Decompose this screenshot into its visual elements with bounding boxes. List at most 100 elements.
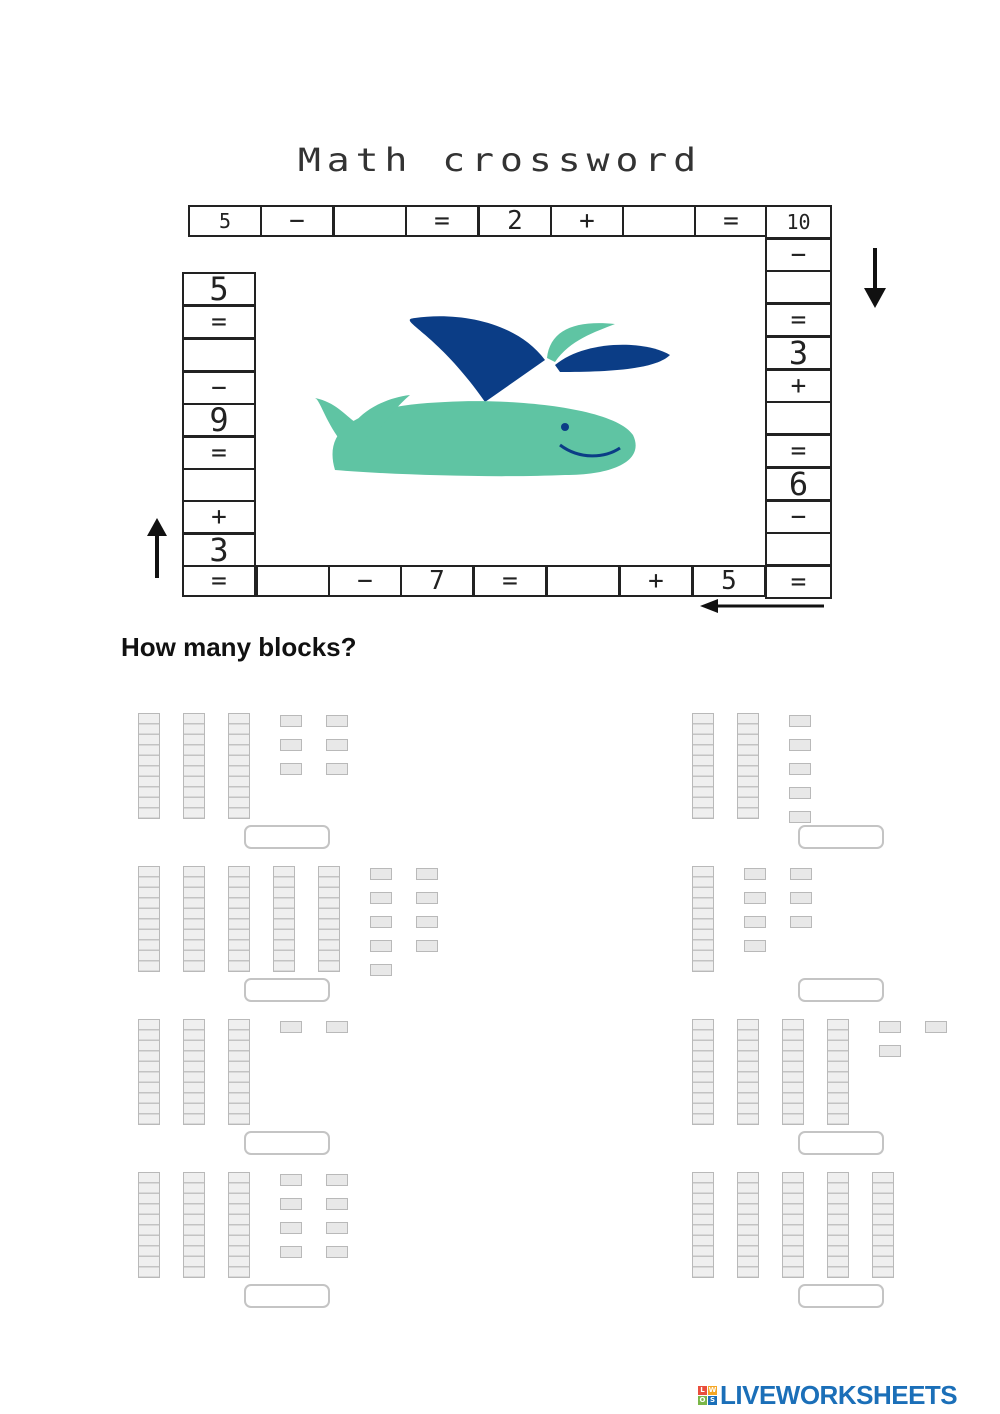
unit-cube: [789, 715, 811, 727]
crossword-cell: −: [328, 565, 402, 597]
crossword-cell: =: [765, 434, 832, 468]
tens-rod: [318, 866, 340, 972]
crossword-blank-cell[interactable]: [765, 270, 832, 304]
tens-rod: [692, 866, 714, 972]
crossword-blank-cell[interactable]: [333, 205, 407, 237]
unit-cube: [416, 940, 438, 952]
unit-cube: [326, 1174, 348, 1186]
answer-input[interactable]: [244, 825, 330, 849]
answer-input[interactable]: [798, 1131, 884, 1155]
tens-rod: [138, 713, 160, 819]
unit-cube: [744, 916, 766, 928]
unit-cube: [280, 1198, 302, 1210]
tens-rod: [183, 713, 205, 819]
crossword-blank-cell[interactable]: [765, 532, 832, 566]
tens-rod: [782, 1019, 804, 1125]
unit-cube: [416, 916, 438, 928]
answer-input[interactable]: [244, 1284, 330, 1308]
unit-cube: [416, 868, 438, 880]
tens-rod: [138, 866, 160, 972]
crossword-blank-cell[interactable]: [622, 205, 696, 237]
crossword-blank-cell[interactable]: [546, 565, 620, 597]
block-group: [138, 1019, 438, 1159]
block-group: [138, 1172, 438, 1312]
tens-rod: [183, 866, 205, 972]
tens-rod: [737, 1019, 759, 1125]
crossword-cell: 10: [765, 205, 832, 239]
unit-cube: [280, 715, 302, 727]
crossword-cell: =: [405, 205, 479, 237]
unit-cube: [326, 715, 348, 727]
answer-input[interactable]: [798, 978, 884, 1002]
crossword-cell: 3: [182, 533, 256, 567]
tens-rod: [872, 1172, 894, 1278]
unit-cube: [326, 763, 348, 775]
tens-rod: [183, 1019, 205, 1125]
answer-input[interactable]: [244, 978, 330, 1002]
crossword-blank-cell[interactable]: [256, 565, 330, 597]
crossword-blank-cell[interactable]: [182, 338, 256, 372]
logo-text: LIVEWORKSHEETS: [720, 1380, 958, 1410]
crossword-blank-cell[interactable]: [182, 468, 256, 502]
tens-rod: [782, 1172, 804, 1278]
crossword-cell: +: [550, 205, 624, 237]
unit-cube: [280, 1021, 302, 1033]
crossword-blank-cell[interactable]: [765, 401, 832, 435]
crossword-cell: 3: [765, 336, 832, 370]
worksheet-title: Math crossword: [297, 141, 703, 179]
tens-rod: [737, 1172, 759, 1278]
unit-cube: [744, 892, 766, 904]
unit-cube: [744, 868, 766, 880]
crossword-cell: +: [182, 500, 256, 534]
block-group: [692, 1019, 992, 1159]
tens-rod: [692, 713, 714, 819]
unit-cube: [280, 1174, 302, 1186]
block-group: [692, 713, 992, 853]
unit-cube: [326, 1021, 348, 1033]
tens-rod: [827, 1019, 849, 1125]
unit-cube: [925, 1021, 947, 1033]
unit-cube: [370, 940, 392, 952]
answer-input[interactable]: [244, 1131, 330, 1155]
unit-cube: [280, 739, 302, 751]
crossword-cell: 9: [182, 403, 256, 437]
unit-cube: [789, 811, 811, 823]
tens-rod: [228, 713, 250, 819]
crossword-cell: =: [694, 205, 768, 237]
answer-input[interactable]: [798, 825, 884, 849]
crossword-cell: =: [765, 565, 832, 599]
down-arrow-icon: [864, 248, 886, 308]
tens-rod: [228, 866, 250, 972]
unit-cube: [790, 916, 812, 928]
crossword-cell: 5: [182, 272, 256, 306]
unit-cube: [280, 1222, 302, 1234]
crossword-cell: =: [182, 565, 256, 597]
unit-cube: [280, 763, 302, 775]
tens-rod: [138, 1172, 160, 1278]
crossword-cell: 6: [765, 467, 832, 501]
unit-cube: [789, 739, 811, 751]
unit-cube: [326, 739, 348, 751]
crossword-cell: =: [765, 303, 832, 337]
left-arrow-icon: [700, 599, 824, 613]
tens-rod: [183, 1172, 205, 1278]
unit-cube: [790, 892, 812, 904]
crossword-cell: =: [473, 565, 547, 597]
crossword-cell: +: [765, 369, 832, 403]
tens-rod: [737, 713, 759, 819]
crossword-cell: =: [182, 436, 256, 470]
answer-input[interactable]: [798, 1284, 884, 1308]
whale-image: [315, 316, 670, 477]
block-group: [692, 866, 992, 1006]
unit-cube: [789, 763, 811, 775]
unit-cube: [790, 868, 812, 880]
crossword-cell: −: [260, 205, 334, 237]
tens-rod: [827, 1172, 849, 1278]
unit-cube: [370, 892, 392, 904]
block-group: [692, 1172, 992, 1312]
tens-rod: [228, 1172, 250, 1278]
unit-cube: [326, 1222, 348, 1234]
crossword-cell: −: [765, 500, 832, 534]
crossword-cell: 5: [692, 565, 766, 597]
